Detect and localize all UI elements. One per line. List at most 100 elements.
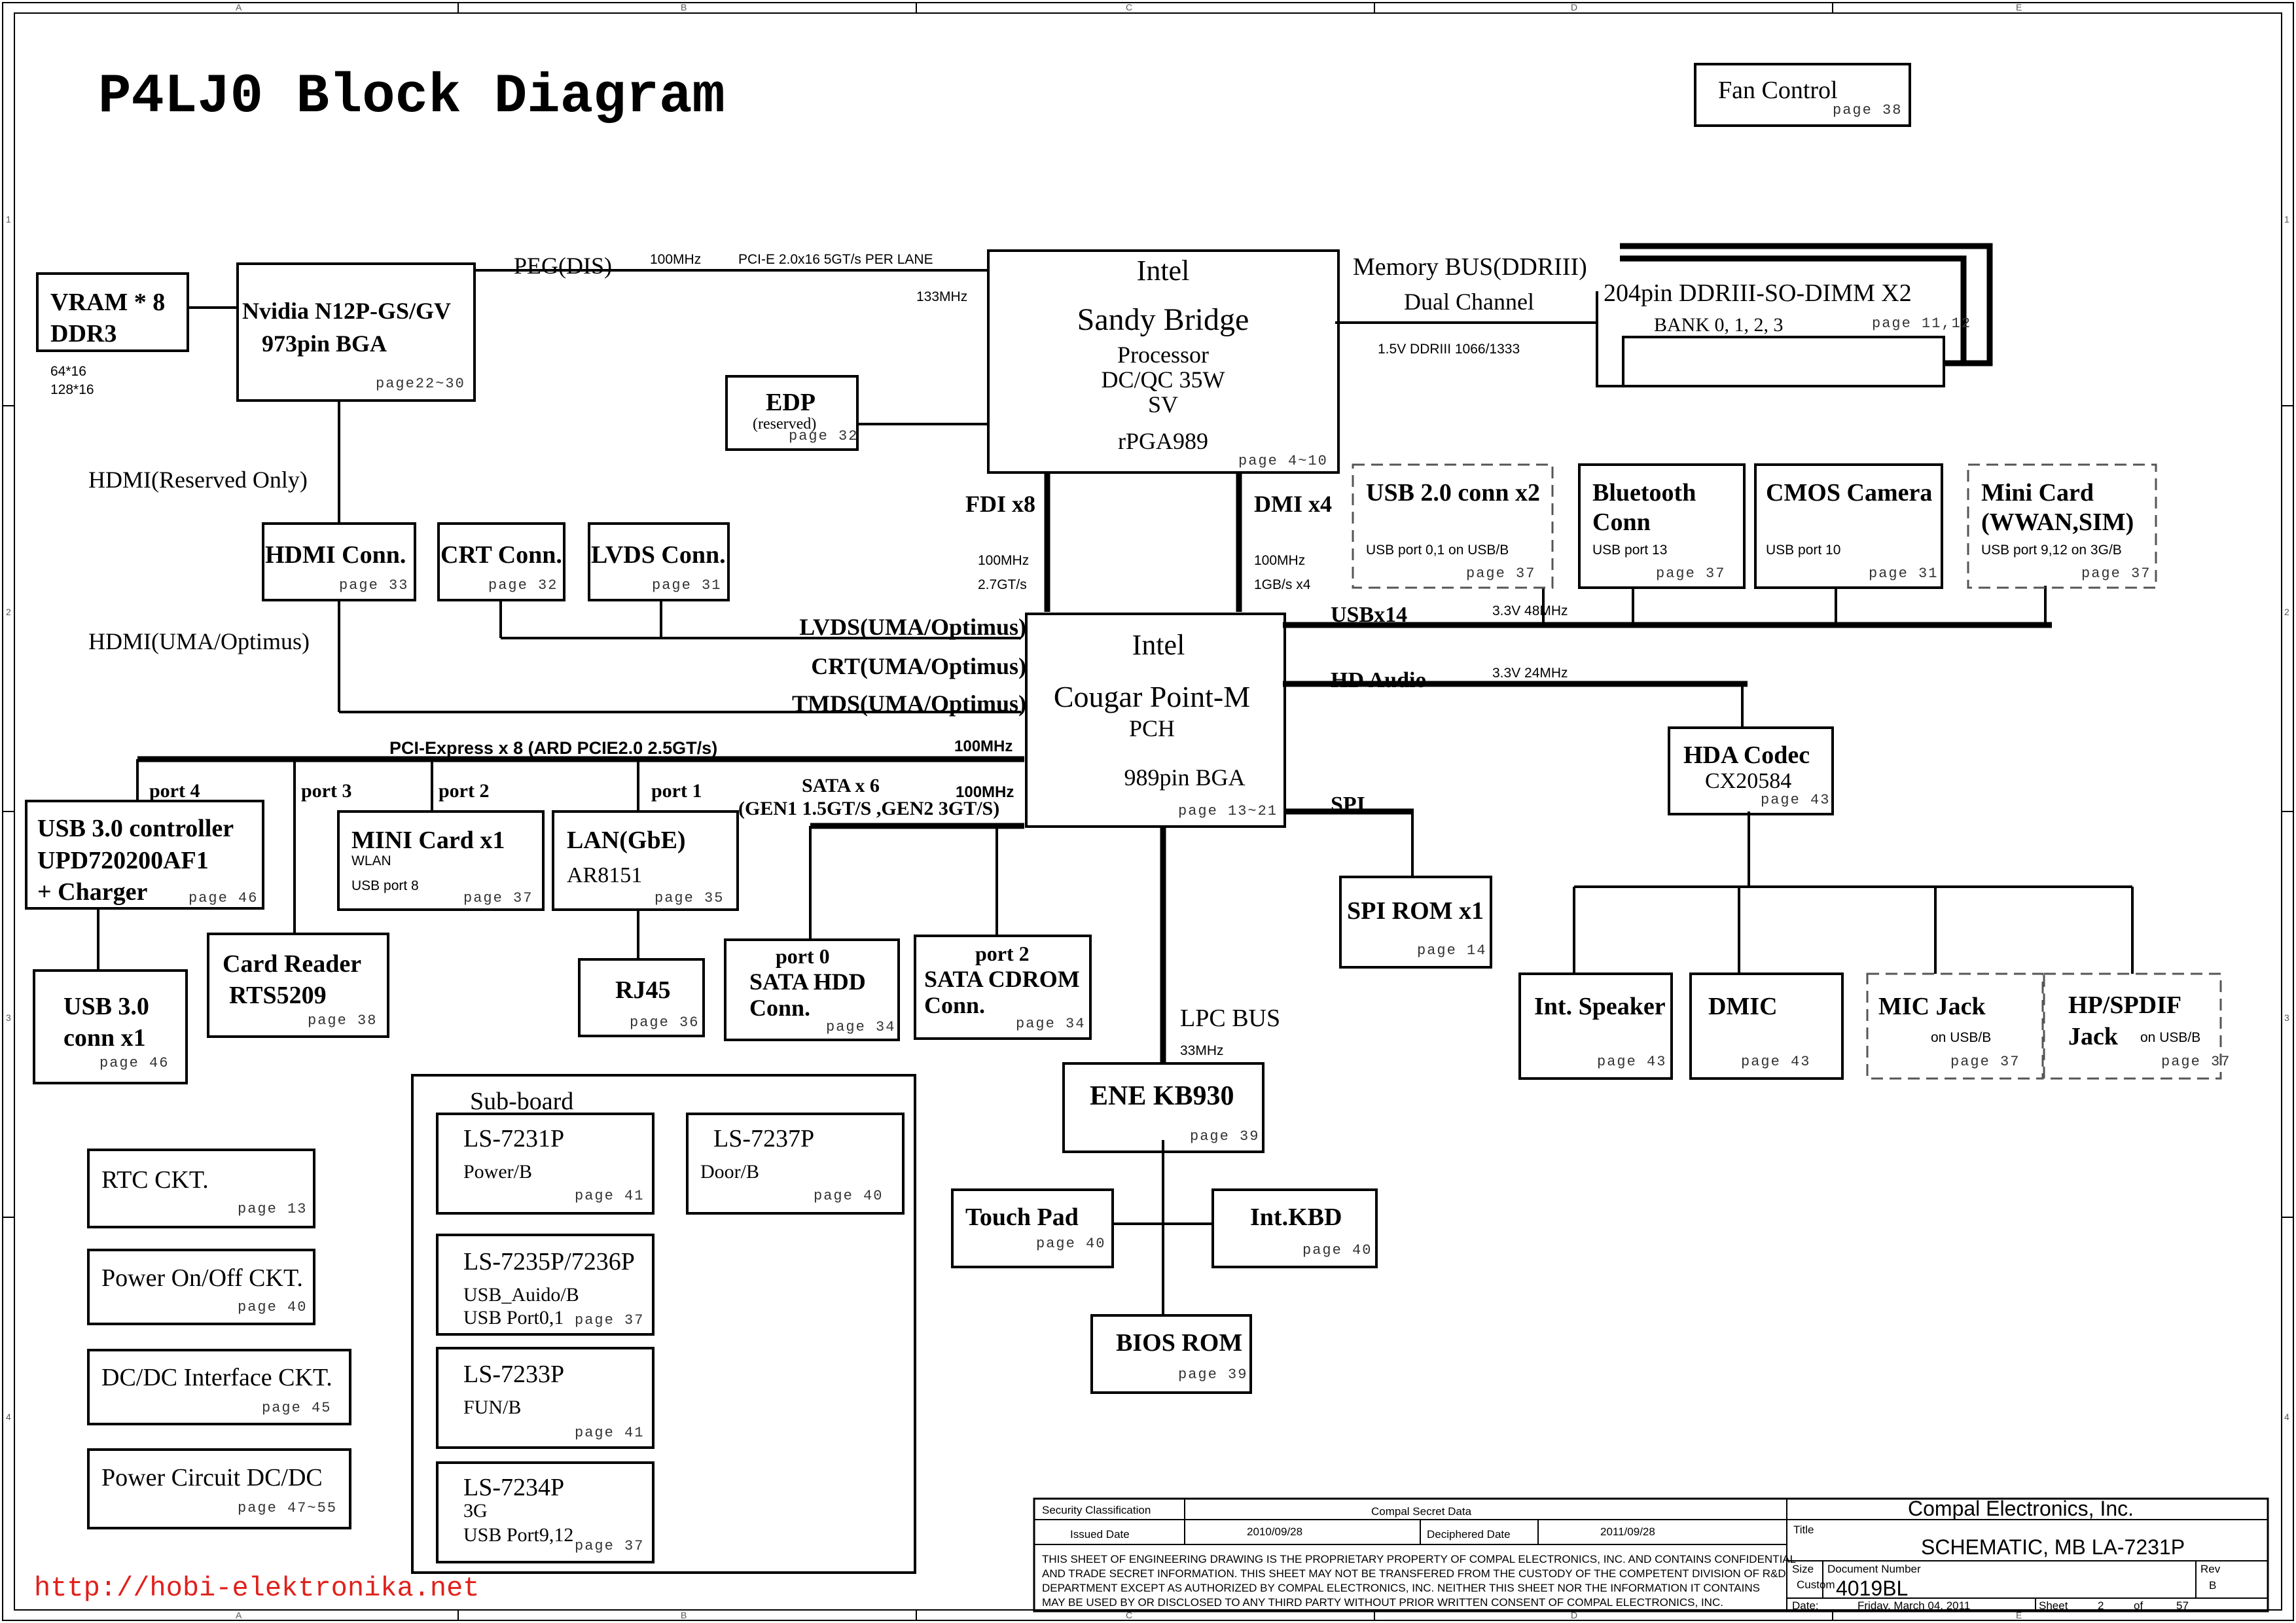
svg-text:page 34: page 34 [1016,1016,1085,1032]
svg-text:page 13: page 13 [238,1201,307,1217]
svg-text:LS-7234P: LS-7234P [463,1474,564,1501]
svg-text:128*16: 128*16 [50,382,94,397]
svg-text:page 31: page 31 [1869,565,1938,582]
svg-text:page 13~21: page 13~21 [1178,803,1278,819]
svg-text:port 1: port 1 [651,780,702,802]
svg-text:CMOS Camera: CMOS Camera [1766,479,1932,507]
svg-text:PCI-Express x 8 (ARD PCIE2.0: PCI-Express x 8 (ARD PCIE2.0 2.5GT/s) [389,738,717,758]
usb3-conn-block: USB 3.0 conn x1 page 46 [33,969,188,1084]
touch-pad-block: Touch Pad page 40 [951,1188,1114,1268]
pcie-sata-labels: PCI-Express x 8 (ARD PCIE2.0 2.5GT/s) 10… [149,738,1365,1058]
sub-board-label: Sub-board [470,1088,573,1115]
svg-text:Document Number: Document Number [1827,1563,1921,1575]
svg-text:Touch Pad: Touch Pad [965,1204,1079,1231]
svg-text:Issued Date: Issued Date [1070,1528,1130,1541]
svg-text:page 35: page 35 [655,890,724,906]
svg-text:AND TRADE SECRET INFORMATION.: AND TRADE SECRET INFORMATION. THIS SHEET… [1042,1567,1786,1580]
svg-text:Fan Control: Fan Control [1718,77,1838,104]
svg-text:page22~30: page22~30 [376,376,465,392]
bluetooth-conn-block: Bluetooth Conn USB port 13 page 37 [1578,463,1746,589]
svg-text:page 43: page 43 [1597,1054,1666,1070]
svg-text:B: B [2209,1579,2216,1592]
svg-text:MIC Jack: MIC Jack [1878,993,1986,1020]
page-title: P4LJ0 Block Diagram [98,66,725,128]
svg-text:Sandy Bridge: Sandy Bridge [1077,302,1249,337]
svg-text:VRAM * 8: VRAM * 8 [50,289,165,316]
svg-text:Dual Channel: Dual Channel [1404,289,1534,315]
svg-text:page 31: page 31 [652,577,721,594]
svg-text:SATA x 6: SATA x 6 [802,775,880,796]
svg-text:100MHz: 100MHz [1254,553,1305,568]
svg-text:Security Classification: Security Classification [1042,1504,1151,1516]
dmic-block: DMIC page 43 [1689,972,1844,1080]
svg-text:LVDS Conn.: LVDS Conn. [591,541,726,569]
svg-text:64*16: 64*16 [50,364,86,379]
hdmi-conn-block: HDMI Conn. page 33 [262,522,416,601]
ls-7237p-block: LS-7237P Door/B page 40 [686,1113,905,1215]
svg-text:USB Port9,12: USB Port9,12 [463,1524,573,1546]
zone-col-a-bottom: A [236,1610,242,1620]
svg-text:page 37: page 37 [2081,565,2151,582]
svg-text:MAY BE USED BY OR DISCLOSED TO: MAY BE USED BY OR DISCLOSED TO ANY THIRD… [1042,1596,1723,1609]
svg-text:Custom: Custom [1797,1578,1835,1591]
card-reader-block: Card Reader RTS5209 page 38 [207,933,389,1038]
svg-text:page 37: page 37 [1656,565,1725,582]
svg-text:page 46: page 46 [99,1055,169,1071]
svg-text:HP/SPDIF: HP/SPDIF [2068,991,2181,1019]
ls-7231p-block: LS-7231P Power/B page 41 [436,1113,655,1215]
svg-text:page 40: page 40 [1036,1236,1105,1252]
svg-text:page 45: page 45 [262,1400,331,1416]
svg-text:Door/B: Door/B [700,1161,759,1183]
svg-text:WLAN: WLAN [351,853,391,868]
zone-row-2-right: 2 [2284,607,2289,617]
buses [137,243,2052,1063]
zone-col-e: E [2016,2,2022,12]
svg-text:BIOS ROM: BIOS ROM [1116,1329,1242,1357]
svg-text:HDMI(UMA/Optimus): HDMI(UMA/Optimus) [88,628,310,654]
fan-control-block: Fan Control page 38 [1694,63,1911,127]
svg-text:USBx14: USBx14 [1331,603,1407,627]
svg-text:DEPARTMENT EXCEPT AS AUTHORIZE: DEPARTMENT EXCEPT AS AUTHORIZED BY COMPA… [1042,1582,1760,1594]
ls-7235p-block: LS-7235P/7236P USB_Auido/B USB Port0,1 p… [436,1234,655,1336]
svg-text:SATA HDD: SATA HDD [749,969,866,995]
zone-col-d-bottom: D [1571,1610,1577,1620]
svg-text:FUN/B: FUN/B [463,1397,521,1418]
svg-text:989pin BGA: 989pin BGA [1124,764,1245,791]
title-block: Security Classification Compal Secret Da… [1033,1497,2269,1613]
svg-text:page 37: page 37 [575,1312,644,1329]
svg-text:port 2: port 2 [975,942,1030,965]
svg-text:LS-7231P: LS-7231P [463,1125,564,1152]
svg-text:Card Reader: Card Reader [223,950,361,978]
watermark-link[interactable]: http://hobi-elektronika.net [34,1573,480,1604]
hp-spdif-jack-block: HP/SPDIF Jack on USB/B page 37 [2043,972,2229,1080]
ls-7233p-block: LS-7233P FUN/B page 41 [436,1347,655,1449]
svg-text:Int. Speaker: Int. Speaker [1534,993,1666,1020]
zone-col-c: C [1126,2,1132,12]
svg-text:DMIC: DMIC [1708,993,1778,1020]
dcdc-interface-ckt-block: DC/DC Interface CKT. page 45 [87,1349,351,1425]
edp-block: EDP (reserved) page 32 [725,375,859,451]
svg-text:page 37: page 37 [575,1538,644,1554]
svg-text:USB_Auido/B: USB_Auido/B [463,1284,579,1306]
memory-bus-labels: Memory BUS(DDRIII) Dual Channel 1.5V DDR… [1353,253,1587,357]
svg-text:page 4~10: page 4~10 [1238,453,1328,469]
svg-text:page 43: page 43 [1741,1054,1810,1070]
power-circuit-block: Power Circuit DC/DC page 47~55 [87,1448,351,1529]
svg-text:Intel: Intel [1132,629,1185,661]
svg-text:Cougar Point-M: Cougar Point-M [1054,680,1250,713]
svg-text:Processor: Processor [1117,342,1209,368]
svg-text:+ Charger: + Charger [37,878,147,906]
svg-text:AR8151: AR8151 [567,863,642,887]
pch-block: Intel Cougar Point-M PCH 989pin BGA page… [1025,613,1286,828]
svg-text:USB 3.0: USB 3.0 [63,993,149,1020]
svg-text:LAN(GbE): LAN(GbE) [567,827,686,854]
svg-text:Conn: Conn [1592,508,1651,536]
svg-text:CRT Conn.: CRT Conn. [440,541,562,569]
svg-text:page 37: page 37 [463,890,533,906]
svg-text:Conn.: Conn. [924,992,985,1018]
svg-text:page 36: page 36 [630,1014,699,1031]
svg-text:BANK 0, 1, 2, 3: BANK 0, 1, 2, 3 [1654,314,1784,336]
uma-signal-labels: HDMI(UMA/Optimus) LVDS(UMA/Optimus) CRT(… [88,614,1026,717]
svg-text:DMI x4: DMI x4 [1254,491,1332,517]
svg-text:RTC CKT.: RTC CKT. [101,1166,209,1194]
